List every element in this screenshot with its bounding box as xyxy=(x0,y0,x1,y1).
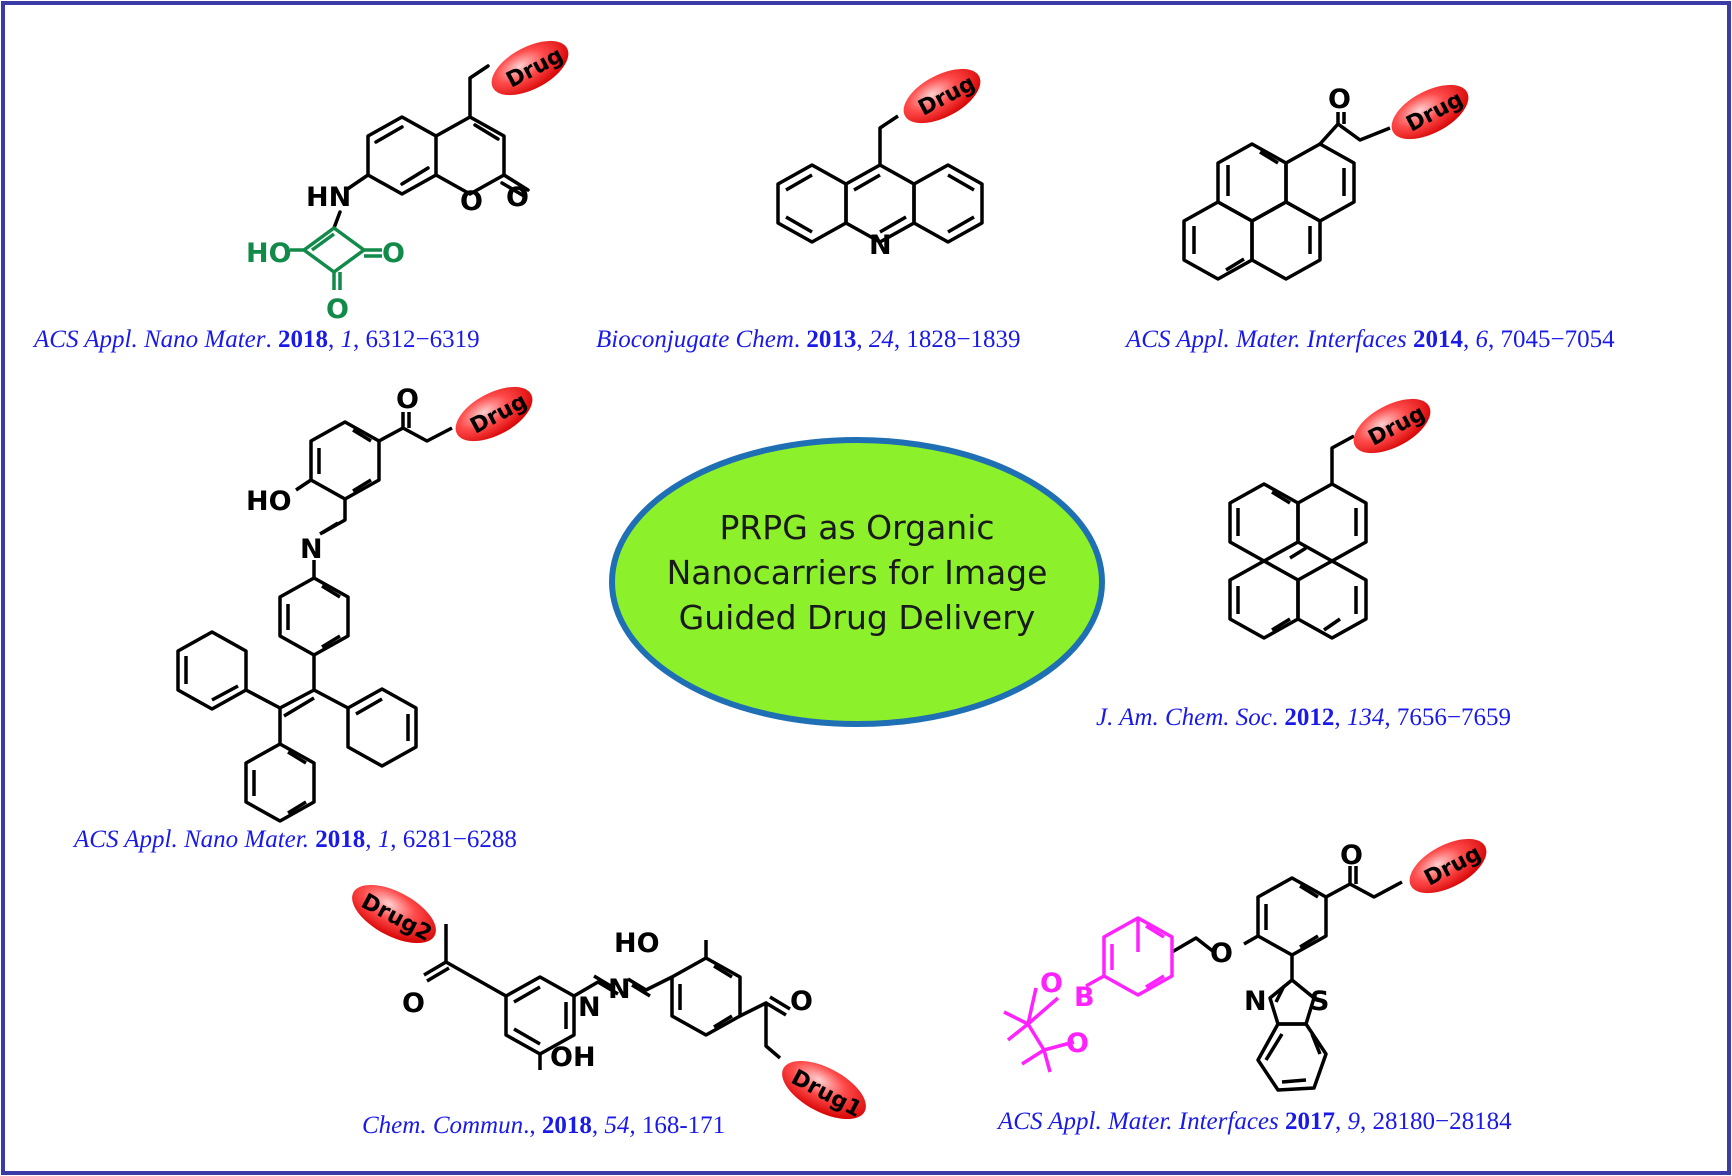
ref-journal: Chem. Commun xyxy=(362,1112,524,1139)
atom-o-carbonyl: O xyxy=(506,182,529,213)
ref-volume: 54, xyxy=(604,1112,636,1139)
reference-3: ACS Appl. Mater. Interfaces 2014, 6, 704… xyxy=(1126,326,1615,353)
ref-volume: 1 xyxy=(377,826,391,853)
atom-o-ether: O xyxy=(1210,938,1233,969)
reference-7: ACS Appl. Mater. Interfaces 2017, 9, 281… xyxy=(998,1108,1512,1135)
molecule-boronate-benzothiazole xyxy=(1171,866,1403,1092)
molecule-7-labels: O O N S B O O xyxy=(1040,840,1363,1059)
ref-journal: Bioconjugate Chem xyxy=(596,326,794,353)
ref-pages: , 6281−6288 xyxy=(390,826,517,853)
reference-2: Bioconjugate Chem. 2013, 24, 1828−1839 xyxy=(596,326,1021,353)
ref-pages: , 6312−6319 xyxy=(352,326,480,353)
atom-o-pyrene-ketone: O xyxy=(1328,84,1351,115)
molecule-azine-dual-drug xyxy=(423,924,791,1070)
atom-ho-right: HO xyxy=(614,928,660,959)
drug1-tag: Drug1 xyxy=(782,1060,866,1123)
ref-journal: ACS Appl. Nano Mater. xyxy=(74,826,309,853)
ref-volume: 134 xyxy=(1346,704,1385,731)
ref-pages: , 28180−28184 xyxy=(1360,1108,1512,1135)
atom-hn: HN xyxy=(306,182,351,213)
atom-n-acridine: N xyxy=(869,230,892,261)
atom-o-ketone-7: O xyxy=(1340,840,1363,871)
ref-pages: , 1828−1839 xyxy=(893,326,1021,353)
molecule-perylene xyxy=(1228,434,1368,640)
ref-volume: 24 xyxy=(868,326,894,353)
center-title-line-1: PRPG as Organic xyxy=(719,508,995,547)
molecule-pyrene-ketone xyxy=(1182,112,1391,281)
ref-journal: J. Am. Chem. Soc xyxy=(1096,704,1272,731)
ref-journal: ACS Appl. Nano Mater xyxy=(34,326,266,353)
molecule-tpe-imine xyxy=(176,412,453,823)
atom-o-left-ketone: O xyxy=(402,988,425,1019)
boronate-ester-group xyxy=(1003,916,1174,1073)
ref-year: 2017 xyxy=(1285,1108,1335,1135)
ref-year: 2014 xyxy=(1413,326,1463,353)
center-title: PRPG as Organic Nanocarriers for Image G… xyxy=(612,505,1102,640)
atom-o-squaric-bottom: O xyxy=(326,294,349,325)
squaric-acid-group xyxy=(290,226,382,290)
ref-pages: , 7045−7054 xyxy=(1488,326,1615,353)
molecule-acridine xyxy=(776,114,984,244)
drug2-tag: Drug2 xyxy=(352,884,436,947)
atom-o-boronate-bottom: O xyxy=(1066,1028,1089,1059)
drug-tag-7: Drug xyxy=(1409,838,1487,894)
center-title-line-3: Guided Drug Delivery xyxy=(678,598,1036,637)
atom-o-right-ketone: O xyxy=(790,986,813,1017)
atom-o-ring: O xyxy=(460,186,483,217)
atom-s-thiazole: S xyxy=(1310,986,1329,1017)
molecule-6-labels: O N N OH HO O xyxy=(402,928,813,1073)
reference-1: ACS Appl. Nano Mater. 2018, 1, 6312−6319 xyxy=(34,326,480,353)
atom-oh-left: OH xyxy=(550,1042,596,1073)
ref-year: 2018 xyxy=(277,326,328,353)
reference-5: ACS Appl. Nano Mater. 2018, 1, 6281−6288 xyxy=(74,826,517,853)
drug-tag-2: Drug xyxy=(903,68,981,124)
center-ellipse xyxy=(609,437,1105,727)
ref-volume: 1 xyxy=(340,326,353,353)
atom-o-squaric-right: O xyxy=(382,238,405,269)
reference-4: J. Am. Chem. Soc. 2012, 134, 7656−7659 xyxy=(1096,704,1512,731)
ref-year: 2018 xyxy=(315,826,366,853)
ref-journal: ACS Appl. Mater. Interfaces xyxy=(1126,326,1407,353)
molecule-4-labels: HO N O xyxy=(246,384,419,565)
ref-year: 2018 xyxy=(541,1112,592,1139)
center-title-line-2: Nanocarriers for Image xyxy=(666,553,1048,592)
atom-ho-squaric: HO xyxy=(246,238,292,269)
ref-pages: 168-171 xyxy=(635,1112,726,1139)
ref-volume: 6 xyxy=(1475,326,1489,353)
ref-pages: , 7656−7659 xyxy=(1384,704,1512,731)
reference-6: Chem. Commun., 2018, 54, 168-171 xyxy=(362,1112,726,1139)
drug-tag-5: Drug xyxy=(1353,398,1431,454)
atom-n-imine: N xyxy=(300,534,323,565)
ref-journal: ACS Appl. Mater. Interfaces xyxy=(998,1108,1279,1135)
atom-n-azine-left: N xyxy=(578,992,601,1023)
atom-o-boronate-top: O xyxy=(1040,968,1063,999)
drug-tag-3: Drug xyxy=(1391,84,1469,140)
ref-year: 2012 xyxy=(1284,704,1335,731)
drug-tag-1: Drug xyxy=(491,40,569,96)
molecule-coumarin-squaric xyxy=(332,64,530,230)
atom-ho-tpe: HO xyxy=(246,486,292,517)
molecule-1-labels: HN O O HO O O xyxy=(246,182,529,325)
drug-tag-4: Drug xyxy=(455,386,533,442)
atom-n-thiazole: N xyxy=(1244,986,1267,1017)
ref-year: 2013 xyxy=(806,326,857,353)
atom-o-tpe-ketone: O xyxy=(396,384,419,415)
atom-b-boronate: B xyxy=(1074,982,1095,1013)
ref-volume: 9 xyxy=(1347,1108,1361,1135)
atom-n-azine-right: N xyxy=(608,974,631,1005)
